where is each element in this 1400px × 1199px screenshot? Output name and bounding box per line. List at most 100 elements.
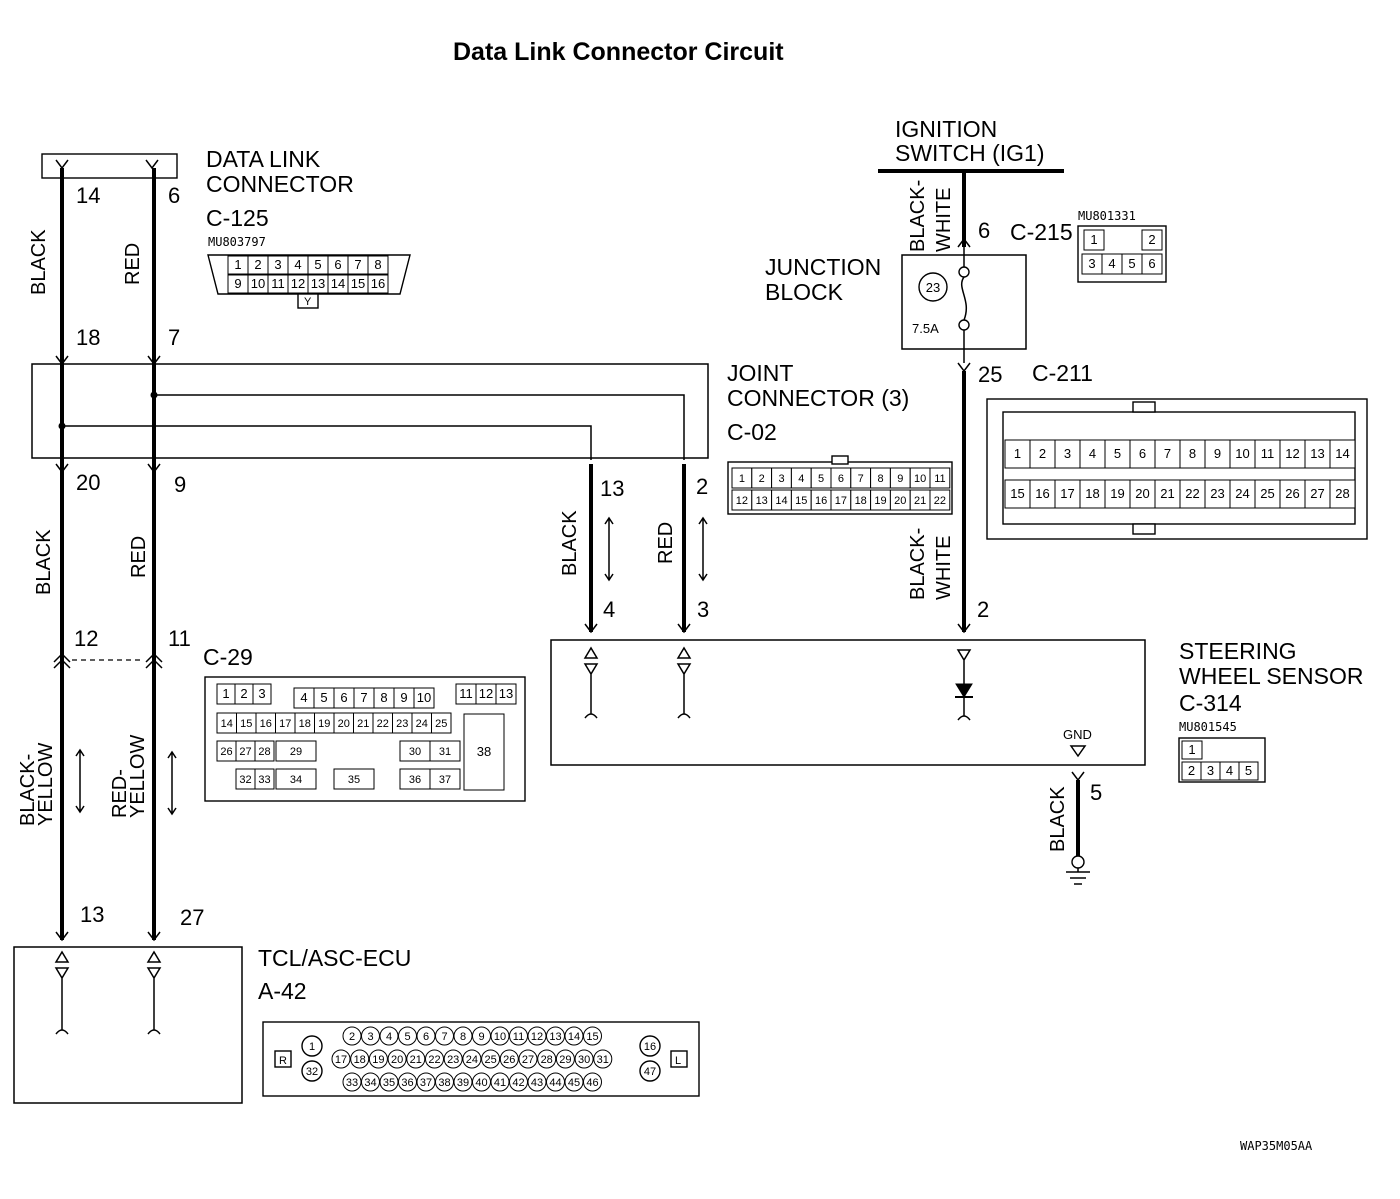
- c02-cell: [929, 467, 951, 489]
- c29-pin-label: 6: [340, 690, 347, 705]
- c211-cell: [1179, 479, 1206, 509]
- c02-pin-label: 6: [838, 473, 844, 485]
- wire-label-red-yellow-1: RED-: [109, 769, 131, 818]
- ecu-pin-32-ring: [301, 1060, 323, 1082]
- c29-cell: [413, 687, 435, 709]
- pin-3: 3: [697, 597, 709, 622]
- joint-connector-box: [31, 363, 709, 459]
- c02-pin-label: 18: [855, 495, 867, 507]
- ecu-pin-label: 14: [568, 1031, 580, 1043]
- dlc-part-number: MU803797: [208, 235, 266, 249]
- fuse-contact-bottom: [958, 319, 970, 331]
- c02-pin-label: 2: [759, 473, 765, 485]
- c211-pin-label: 10: [1235, 446, 1249, 461]
- ecu-pin-label: 20: [391, 1054, 403, 1066]
- c211-pin-label: 11: [1261, 446, 1275, 461]
- c29-pin-label: 18: [299, 718, 311, 730]
- c02-pin-label: 7: [858, 473, 864, 485]
- ecu-pin-label: 25: [484, 1054, 496, 1066]
- pin-13-ecu: 13: [80, 902, 104, 927]
- c02-cell: [929, 489, 951, 511]
- ecu-ring: [462, 1049, 482, 1069]
- wire-label-ig-2: WHITE: [933, 188, 955, 252]
- c29-pin-label: 4: [300, 690, 307, 705]
- dlc-pin-label: 1: [234, 257, 241, 272]
- ecu-pin-label: 24: [466, 1054, 478, 1066]
- ecu-pin-label: 2: [349, 1031, 355, 1043]
- pin-14: 14: [76, 183, 100, 208]
- ecu-ring: [555, 1049, 575, 1069]
- ecu-pin-label: 10: [494, 1031, 506, 1043]
- ecu-pin-label: 28: [541, 1054, 553, 1066]
- c29-pin-label: 2: [240, 686, 247, 701]
- ecu-ring: [350, 1049, 370, 1069]
- c02-pin-label: 22: [934, 495, 946, 507]
- junction-name-line2: BLOCK: [765, 279, 844, 305]
- ecu-pin-label: 17: [335, 1054, 347, 1066]
- c02-pin-label: 15: [795, 495, 807, 507]
- c29-pin-label: 15: [240, 718, 252, 730]
- ecu-connector-id: A-42: [258, 978, 307, 1004]
- ground-icon: [1066, 868, 1090, 885]
- wire-label-ground: BLACK: [1047, 786, 1069, 852]
- ecu-pin-label: 42: [512, 1077, 524, 1089]
- wire-label-red-joint: RED: [655, 522, 677, 564]
- c29-pin-label: 26: [220, 746, 232, 758]
- c215-pin-label: 5: [1128, 256, 1135, 271]
- wire-label-black-top: BLACK: [28, 229, 50, 295]
- wire-label-black-yellow-1: BLACK-: [17, 754, 39, 826]
- c211-pin-label: 12: [1285, 446, 1299, 461]
- c211-cell: [1329, 479, 1356, 509]
- c29-pin-label: 37: [439, 774, 451, 786]
- junction-name-line1: JUNCTION: [765, 254, 881, 280]
- dlc-pin-label: 10: [251, 276, 265, 291]
- c29-pin-label: 20: [338, 718, 350, 730]
- ecu-pin-label: 30: [578, 1054, 590, 1066]
- c29-pin-label: 22: [377, 718, 389, 730]
- dlc-pin-label: 15: [351, 276, 365, 291]
- ecu-ring: [368, 1049, 388, 1069]
- ecu-pin-label: 11: [513, 1031, 524, 1043]
- c211-cell: [1129, 479, 1156, 509]
- c29-pin-label: 13: [499, 686, 513, 701]
- c314-pin-label: 4: [1226, 763, 1233, 778]
- c29-pin-label: 33: [258, 774, 270, 786]
- ecu-l-tag-box: [670, 1050, 688, 1068]
- pin-27: 27: [180, 905, 204, 930]
- c02-pin-label: 11: [934, 473, 945, 485]
- c215-connector-id: C-215: [1010, 219, 1073, 245]
- c215-pin-label: 3: [1088, 256, 1095, 271]
- fuse-contact-top: [958, 266, 970, 278]
- ecu-pin-label: 7: [441, 1031, 447, 1043]
- c29-cell: [463, 713, 505, 791]
- c29-pin-label: 30: [409, 746, 421, 758]
- pin-2-sensor: 2: [977, 597, 989, 622]
- c211-pin-label: 25: [1260, 486, 1274, 501]
- ecu-pin-label: 26: [503, 1054, 515, 1066]
- wire-label-red-yellow-2: YELLOW: [127, 735, 149, 818]
- c29-cell: [429, 740, 461, 762]
- ecu-ring: [593, 1049, 613, 1069]
- pin-12: 12: [74, 626, 98, 651]
- ecu-ring: [537, 1049, 557, 1069]
- c215-pin-label: 6: [1148, 256, 1155, 271]
- ecu-pin-1-ring: [301, 1035, 323, 1057]
- wire-label-sw-1: BLACK-: [907, 528, 929, 600]
- c29-pin-label: 9: [400, 690, 407, 705]
- c211-pin-label: 17: [1060, 486, 1074, 501]
- pin-4: 4: [603, 597, 615, 622]
- dlc-name-line2: CONNECTOR: [206, 171, 354, 197]
- c314-pin-label: 2: [1188, 763, 1195, 778]
- ecu-r-tag: R: [279, 1055, 287, 1067]
- ecu-pin-label: 44: [549, 1077, 561, 1089]
- dlc-pin-label: 11: [271, 276, 285, 291]
- figure-code: WAP35M05AA: [1240, 1139, 1313, 1153]
- signal-arrows-joint: [604, 516, 708, 582]
- c211-pin-label: 16: [1035, 486, 1049, 501]
- c29-pin-label: 14: [221, 718, 233, 730]
- sensor-terminals: [584, 623, 971, 634]
- c211-pin-label: 24: [1235, 486, 1249, 501]
- c211-cell: [1229, 479, 1256, 509]
